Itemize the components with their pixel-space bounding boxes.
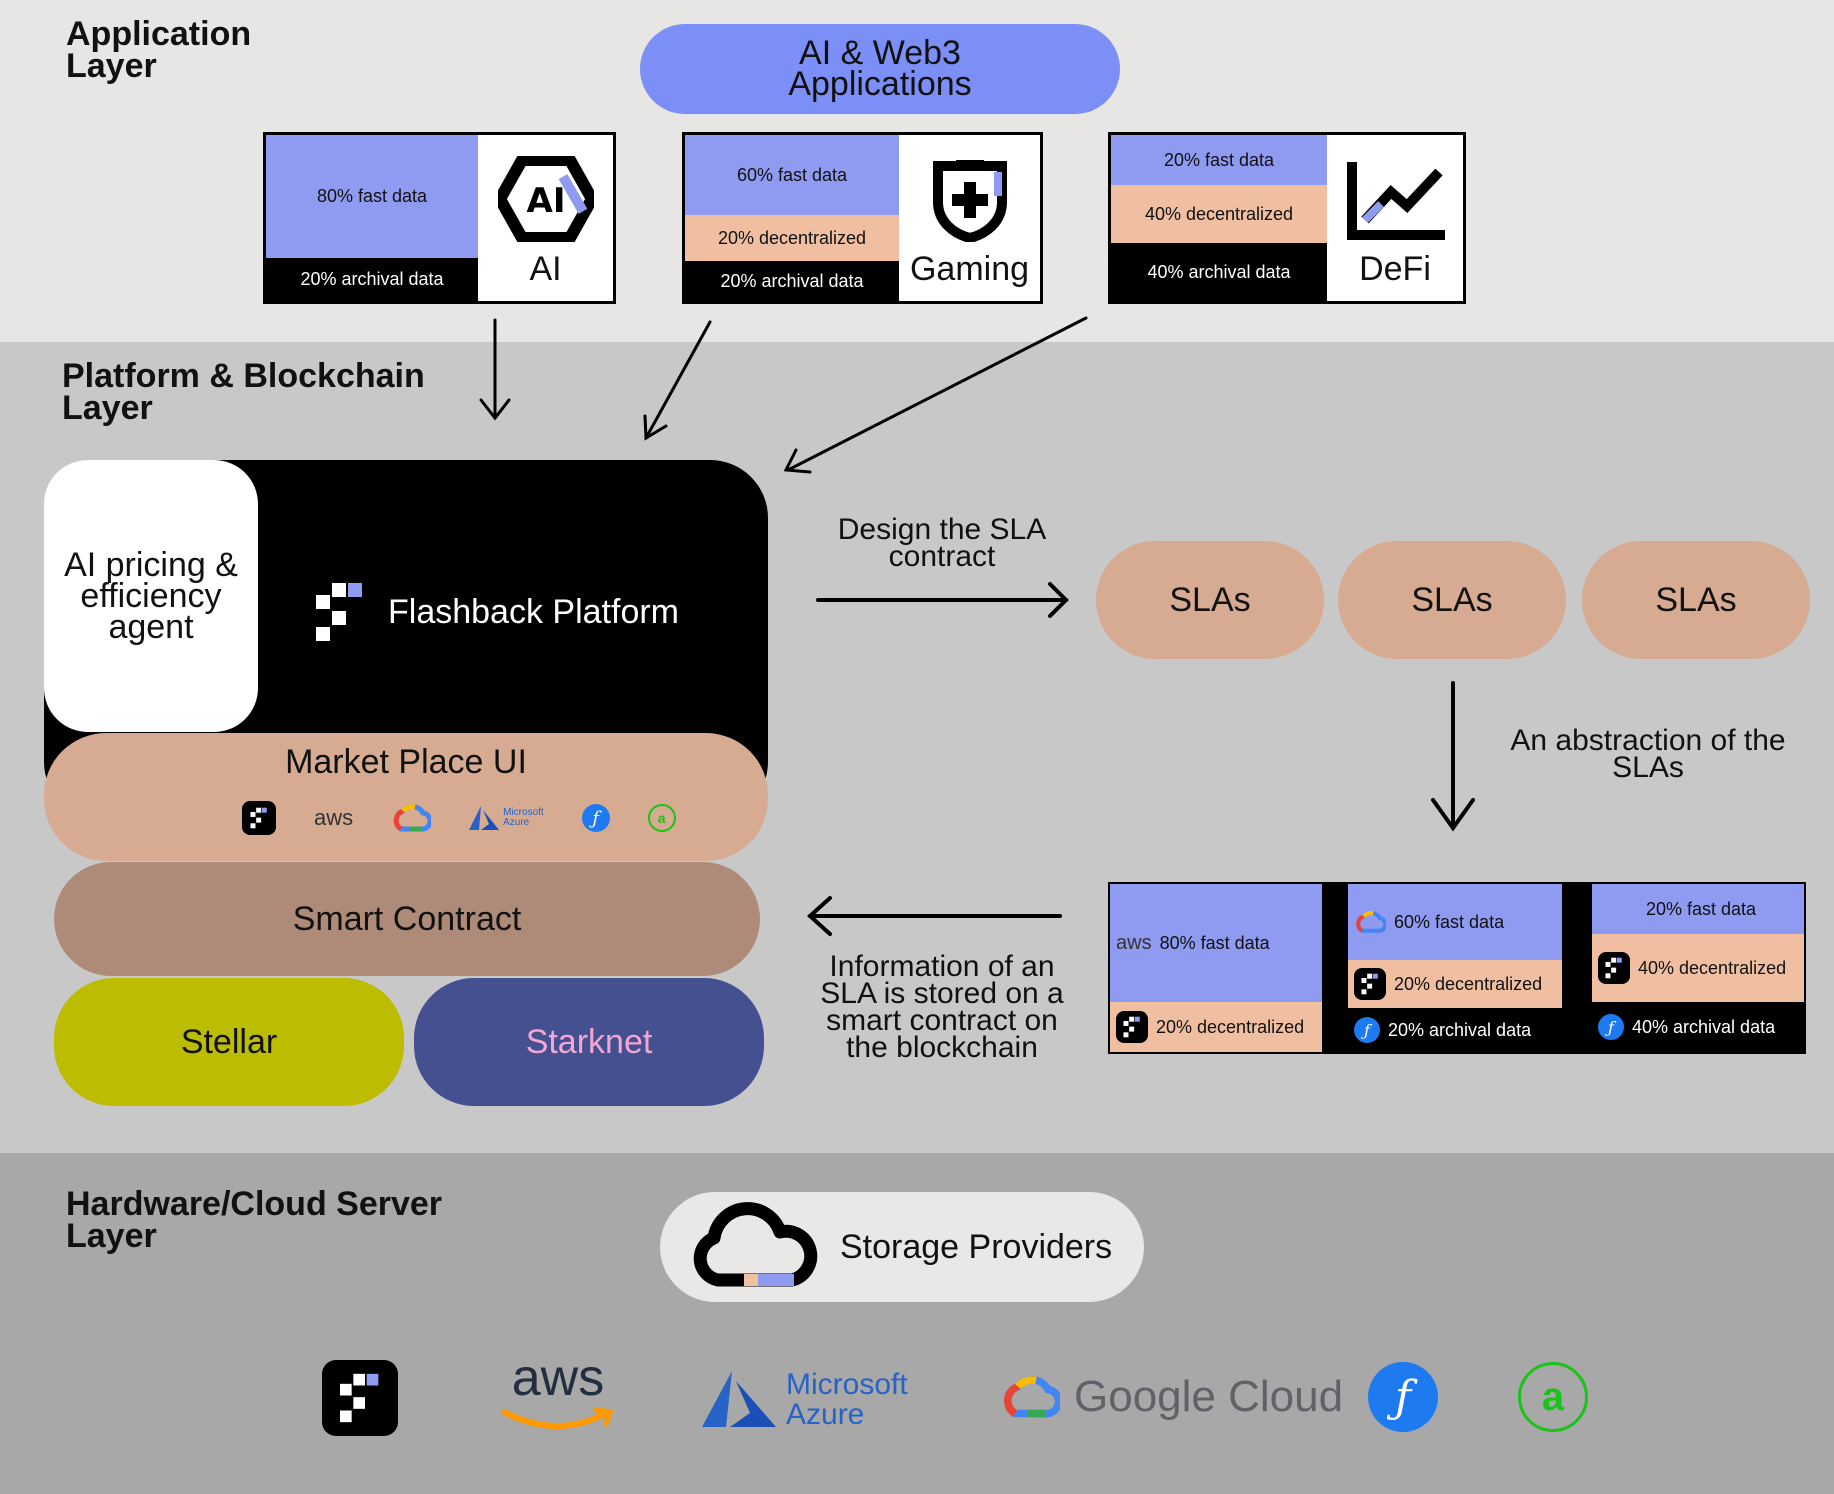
- app-defi-fast-segment: 20% fast data: [1111, 135, 1327, 185]
- filecoin-tiny-icon: ƒ: [1354, 1017, 1380, 1043]
- design-sla-note: Design the SLA contract: [837, 513, 1047, 573]
- app-defi-label: DeFi: [1359, 250, 1431, 288]
- sla-card-3-decentralized-segment: 40% decentralized: [1592, 934, 1804, 1002]
- sla-storage-note: Information of an SLA is stored on a sma…: [820, 950, 1064, 1064]
- flashback-tiny-logo-icon: [1598, 952, 1630, 984]
- line-chart-icon: [1347, 162, 1445, 240]
- aws-smile-icon: [501, 1407, 614, 1429]
- sla-card-1: aws 80% fast data 20% decentralized: [1110, 884, 1322, 1052]
- aws-logo-icon: aws: [498, 1350, 618, 1440]
- filecoin-tiny-icon: ƒ: [1598, 1014, 1624, 1040]
- app-card-ai: 80% fast data 20% archival data AI AI: [263, 132, 616, 304]
- sla-card-3-fast-segment: 20% fast data: [1592, 884, 1804, 934]
- azure-logo-text-2: Azure: [786, 1398, 865, 1431]
- sla-pill-3: SLAs: [1582, 541, 1810, 659]
- app-ai-fast-segment: 80% fast data: [266, 135, 478, 258]
- cloud-icon: [693, 1202, 818, 1287]
- aws-logo-text: aws: [511, 1349, 605, 1407]
- azure-logo-text-1: Microsoft: [786, 1368, 908, 1401]
- flashback-tiny-logo-icon: [1116, 1011, 1148, 1043]
- app-defi-archival-segment: 40% archival data: [1111, 243, 1327, 301]
- sla-card-3: 20% fast data 40% decentralized ƒ 40% ar…: [1592, 884, 1804, 1052]
- flashback-logo-icon: [316, 583, 362, 641]
- ai-web3-applications-pill: AI & Web3 Applications: [640, 24, 1120, 114]
- app-gaming-label: Gaming: [909, 250, 1030, 288]
- azure-small-logo-icon: Microsoft Azure: [469, 806, 544, 830]
- ai-pricing-agent: AI pricing & efficiency agent: [44, 460, 258, 732]
- app-gaming-archival-segment: 20% archival data: [685, 261, 899, 301]
- arrow-gaming-to-platform: [644, 320, 712, 440]
- storage-providers-pill: Storage Providers: [660, 1192, 1144, 1302]
- microsoft-azure-logo-icon: Microsoft Azure: [702, 1370, 908, 1430]
- app-gaming-decentralized-segment: 20% decentralized: [685, 215, 899, 261]
- platform-layer-title: Platform & Blockchain Layer: [62, 357, 425, 427]
- filecoin-small-icon: ƒ: [581, 804, 610, 832]
- hardware-layer-title: Hardware/Cloud Server Layer: [66, 1185, 443, 1255]
- flashback-platform-title-group: Flashback Platform: [316, 581, 679, 643]
- app-gaming-fast-segment: 60% fast data: [685, 135, 899, 215]
- flashback-platform-label: Flashback Platform: [388, 592, 679, 631]
- stellar-pill: Stellar: [54, 978, 404, 1106]
- marketplace-ui-label: Market Place UI: [285, 743, 527, 781]
- application-layer-title: Application Layer: [66, 15, 252, 85]
- aws-small-logo-icon: aws: [314, 805, 354, 830]
- abstraction-note: An abstraction of the SLAs: [1510, 724, 1786, 784]
- google-cloud-tiny-icon: [1356, 910, 1386, 933]
- arrow-defi-to-platform: [786, 316, 1088, 472]
- storage-providers-label: Storage Providers: [840, 1227, 1113, 1266]
- flashback-logo-icon: [322, 1360, 398, 1436]
- marketplace-provider-logos: aws Microsoft Azure ƒ a: [242, 801, 676, 835]
- sla-card-1-decentralized-segment: 20% decentralized: [1110, 1002, 1322, 1052]
- sla-card-3-archival-segment: ƒ 40% archival data: [1592, 1002, 1804, 1052]
- svg-text:AI: AI: [526, 181, 565, 221]
- smart-contract-pill: Smart Contract: [54, 862, 760, 976]
- sla-card-2: 60% fast data 20% decentralized ƒ 20% ar…: [1348, 884, 1562, 1052]
- google-cloud-small-icon: [393, 804, 432, 832]
- sla-card-2-fast-segment: 60% fast data: [1348, 884, 1562, 960]
- app-ai-archival-segment: 20% archival data: [266, 258, 478, 301]
- shield-plus-icon: [932, 160, 1007, 242]
- app-ai-label: AI: [529, 250, 562, 288]
- sla-card-2-decentralized-segment: 20% decentralized: [1348, 960, 1562, 1008]
- google-cloud-logo-text: Google Cloud: [1074, 1372, 1344, 1421]
- provider-logos-row: aws Microsoft Azure Google Cloud ƒ a: [320, 1350, 1590, 1442]
- app-card-defi: 20% fast data 40% decentralized 40% arch…: [1108, 132, 1466, 304]
- app-defi-decentralized-segment: 40% decentralized: [1111, 185, 1327, 243]
- arweave-logo-icon: a: [1518, 1362, 1588, 1432]
- arweave-small-icon: a: [647, 804, 676, 832]
- ai-hexagon-icon: AI: [497, 156, 594, 242]
- marketplace-ui-pill: Market Place UI aws Microsoft Azure ƒ a: [44, 733, 768, 861]
- filecoin-logo-icon: ƒ: [1368, 1362, 1438, 1432]
- sla-pill-1: SLAs: [1096, 541, 1324, 659]
- sla-pill-2: SLAs: [1338, 541, 1566, 659]
- flashback-small-logo-icon: [242, 801, 276, 835]
- starknet-pill: Starknet: [414, 978, 764, 1106]
- google-cloud-logo-icon: Google Cloud: [1000, 1372, 1343, 1422]
- app-card-gaming: 60% fast data 20% decentralized 20% arch…: [682, 132, 1043, 304]
- aws-tiny-logo-icon: aws: [1116, 931, 1152, 954]
- sla-card-1-fast-segment: aws 80% fast data: [1110, 884, 1322, 1002]
- flashback-tiny-logo-icon: [1354, 968, 1386, 1000]
- sla-card-2-archival-segment: ƒ 20% archival data: [1348, 1008, 1562, 1052]
